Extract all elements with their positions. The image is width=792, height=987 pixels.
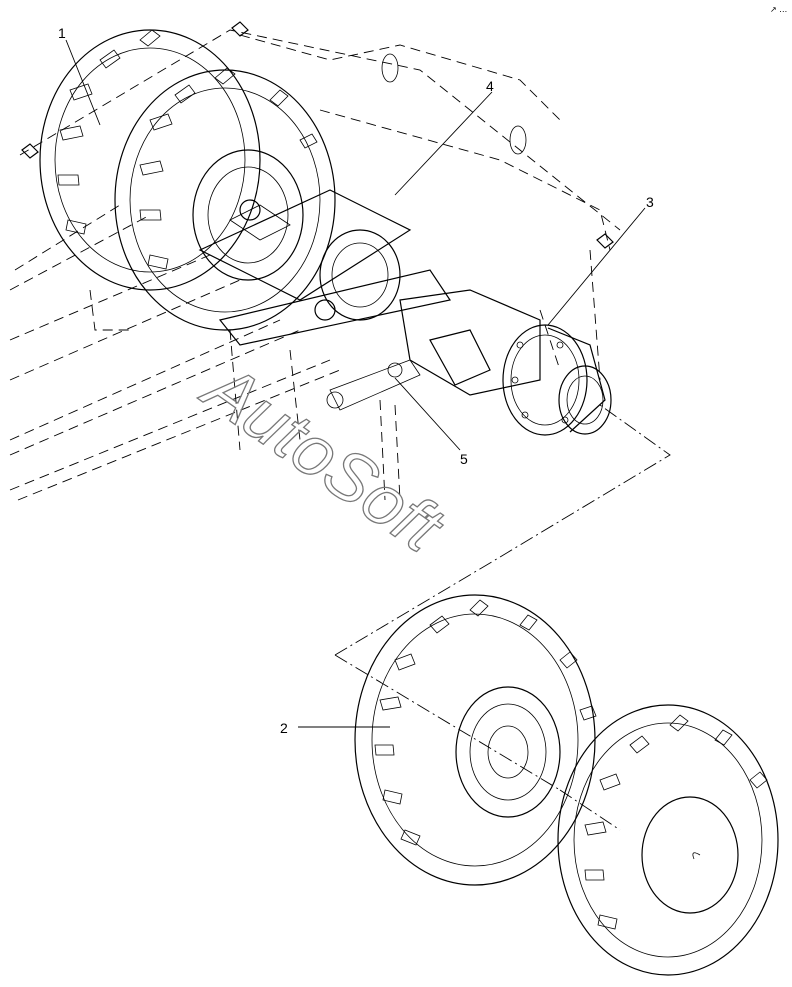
watermark: AutoSoft bbox=[188, 346, 458, 568]
leader-line-4 bbox=[394, 91, 493, 196]
wheel-hub bbox=[502, 324, 612, 436]
machine-frame-outline bbox=[9, 29, 621, 501]
second-front-tyre bbox=[557, 704, 779, 976]
leader-line-1 bbox=[65, 39, 101, 126]
leader-line-5 bbox=[394, 377, 461, 451]
leader-line-3 bbox=[547, 207, 646, 326]
callout-5: 5 bbox=[460, 451, 468, 467]
axle-assembly bbox=[198, 189, 541, 411]
front-tyre bbox=[354, 594, 597, 886]
callout-4: 4 bbox=[486, 78, 494, 94]
callout-2: 2 bbox=[280, 720, 288, 736]
callout-1: 1 bbox=[58, 25, 66, 41]
callout-3: 3 bbox=[646, 194, 654, 210]
corner-mark: ↗ … bbox=[770, 5, 787, 14]
rear-tyre-outer bbox=[39, 29, 261, 291]
assembly-path-lines bbox=[334, 404, 671, 831]
rear-tyre-inner bbox=[114, 67, 336, 331]
fittings bbox=[21, 21, 614, 249]
